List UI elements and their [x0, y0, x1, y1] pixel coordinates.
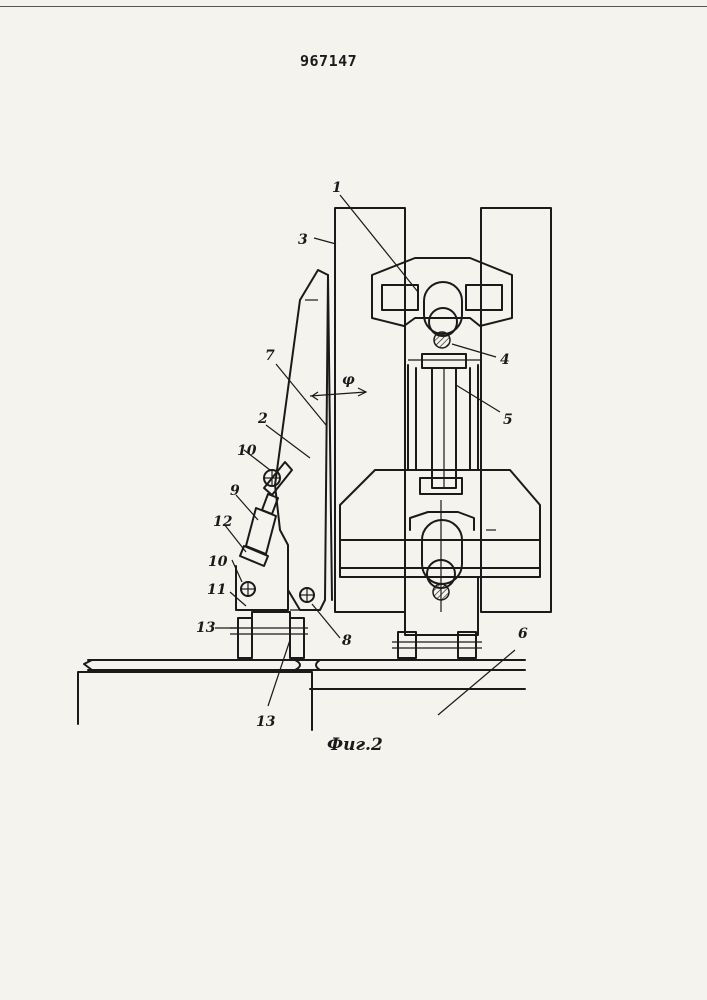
callout-7: 7	[265, 348, 275, 364]
angle-label-phi: φ	[342, 372, 355, 388]
inclined-lever	[275, 270, 332, 610]
callout-10-upper: 10	[237, 443, 257, 459]
callout-9: 9	[230, 483, 240, 499]
callout-13-bottom: 13	[256, 714, 276, 730]
callout-11: 11	[207, 582, 226, 598]
angle-indicator	[310, 388, 366, 400]
callout-10-lower: 10	[208, 554, 228, 570]
figure-caption: Фиг.2	[327, 735, 383, 755]
column-frames	[335, 208, 551, 612]
callout-5: 5	[503, 412, 513, 428]
rod-assembly	[408, 354, 482, 488]
callout-6: 6	[518, 626, 528, 642]
callout-2: 2	[257, 411, 268, 427]
callout-1: 1	[332, 180, 342, 196]
hydraulic-cylinder	[240, 462, 292, 597]
base-track	[78, 660, 525, 730]
lower-carriage	[340, 470, 540, 612]
callout-8: 8	[342, 633, 352, 649]
callout-12: 12	[213, 514, 233, 530]
callout-13-left: 13	[196, 620, 216, 636]
callout-4: 4	[500, 352, 510, 368]
callout-3: 3	[298, 232, 308, 248]
upper-clamp	[372, 258, 512, 348]
